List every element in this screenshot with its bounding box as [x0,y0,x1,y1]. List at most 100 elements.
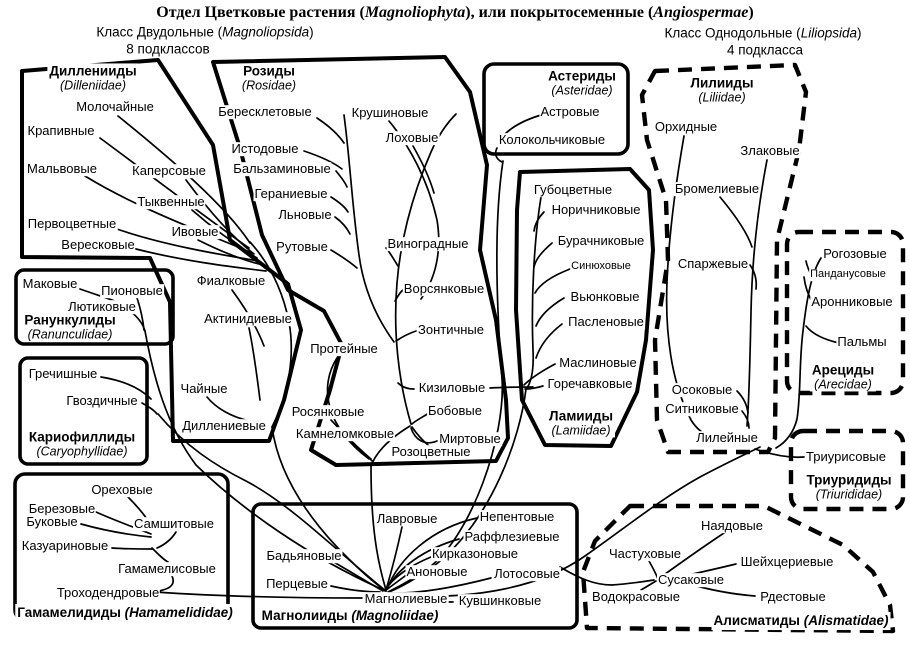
subclass-name: Ламииды [549,408,613,424]
family-label: Триурисовые [805,449,887,465]
family-label: Спаржевые [676,256,750,272]
family-label: Лоховые [384,130,440,146]
family-label: Водокрасовые [591,589,681,605]
heading-text: Отдел Цветковые растения ( [156,4,365,21]
family-label: Шейхцериевые [739,554,835,570]
family-label: Троходендровые [55,585,161,601]
latin-name-text: Magnoliopsida [222,24,310,40]
family-label: Бересклетовые [217,104,313,120]
family-label: Осоковые [670,382,734,398]
family-label: Самшитовые [133,516,215,532]
family-label: Лилейные [695,430,759,446]
family-label: Росянковые [290,404,366,420]
lamiidae-box [514,167,655,448]
subclass-title-dilleniidae: Дилленииды(Dilleniidae) [47,63,139,93]
subclass-latin-name: (Arecidae) [814,377,872,392]
family-label: Губоцветные [532,182,614,198]
family-label: Первоцветные [26,216,118,232]
heading-text: ) [856,25,862,41]
family-label: Пионовые [100,283,164,299]
family-label: Бобовые [427,403,483,419]
subclass-latin-name: (Asteridae) [551,83,613,98]
subclass-title-liliidae: Лилииды(Liliidae) [688,75,756,105]
family-label: Актинидиевые [203,311,293,327]
family-label: Камнеломковые [294,426,396,442]
family-label: Миртовые [438,431,502,447]
family-label: Льновые [277,207,333,223]
family-label: Панданусовые [809,268,887,281]
family-label: Диллениевые [181,418,267,434]
subclass-title-asteridae: Астериды(Asteridae) [546,68,618,98]
family-label: Аноновые [405,564,469,580]
family-label: Рутовые [275,239,329,255]
family-label: Аронниковые [810,294,894,310]
subclass-title-ranunculidae: Ранункулиды(Ranunculidae) [22,312,118,342]
subclass-latin-name: (Dilleniidae) [60,78,126,93]
family-label: Истодовые [230,141,300,157]
family-label: Маковые [21,276,79,292]
family-label: Норичниковые [550,202,642,218]
asteridae-box [482,62,630,156]
subclass-name: Триуридиды [806,472,892,488]
class-dicots-heading: Класс Двудольные (Magnoliopsida) [96,25,313,40]
family-label: Тыквенные [136,194,206,210]
family-label: Колокольчиковые [497,132,607,148]
dilleniidae-box [20,58,303,443]
subclass-name: Дилленииды [49,63,137,79]
subclass-latin-name: (Liliidae) [698,90,746,105]
rosidae-box [211,55,510,467]
family-label: Сусаковые [656,572,726,588]
heading-text: ), или покрытосеменные ( [465,4,654,21]
family-label: Астровые [539,104,601,120]
subclass-latin-name: (Ranunculidae) [27,327,113,342]
family-label: Ситниковые [664,401,740,417]
family-label: Вересковые [60,237,136,253]
subclass-name: Кариофиллиды [28,429,136,445]
family-label: Ореховые [90,482,154,498]
subclass-title-magnoliidae: Магнолииды (Magnoliidae) [259,607,441,625]
subclass-latin-name: (Caryophyllidae) [36,444,128,459]
subclass-title-arecidae: Арециды(Arecidae) [809,362,877,392]
family-label: Злаковые [739,143,801,159]
subclass-name: Розиды [243,63,295,79]
family-label: Вьюнковые [569,289,641,305]
family-label: Бурачниковые [556,233,646,249]
family-label: Молочайные [75,99,155,115]
subclass-name: Ранункулиды [24,312,116,328]
family-label: Пасленовые [567,314,645,330]
family-label: Кирказоновые [430,546,520,562]
family-label: Кувшинковые [457,593,543,609]
class-dicots-subcount: 8 подклассов [126,41,210,57]
connection-lines [79,113,840,603]
family-label: Крушиновые [350,105,430,121]
family-label: Кизиловые [417,380,487,396]
subclass-title-lamiidae: Ламииды(Lamiidae) [547,408,615,438]
family-label: Протейные [309,341,379,357]
liliidae-box [639,62,809,455]
heading-text: Класс Двудольные ( [96,24,223,40]
subclass-title-alismatidae: Алисматиды (Alismatidae) [711,612,891,630]
subclass-name: Астериды [548,68,616,84]
family-label: Каперсовые [131,163,207,179]
family-label: Маслиновые [558,355,638,371]
family-label: Лютиковые [67,299,137,315]
family-label: Перцевые [265,576,329,592]
subclass-name: Лилииды [690,75,754,91]
family-label: Синюховые [570,260,632,273]
subclass-latin-name: (Triurididae) [815,487,883,502]
subclass-title-hamamelididae: Гамамелидиды (Hamamelididae) [15,604,235,622]
magnoliidae-box [251,502,579,630]
family-label: Раффлезиевые [463,529,561,545]
family-label: Лавровые [375,511,439,527]
latin-name-text: Magnoliophyta [364,4,466,21]
subclass-name: Алисматиды [713,613,804,629]
family-label: Наядовые [700,518,764,534]
family-label: Чайные [179,381,229,397]
family-label: Гвоздичные [65,393,139,409]
family-label: Гамамелисовые [117,561,217,577]
family-label: Орхидные [653,119,719,135]
family-label: Бальзаминовые [232,161,332,177]
heading-text: ) [309,24,314,40]
subclass-name: Магнолииды [261,608,352,624]
family-label: Бромелиевые [673,181,761,197]
